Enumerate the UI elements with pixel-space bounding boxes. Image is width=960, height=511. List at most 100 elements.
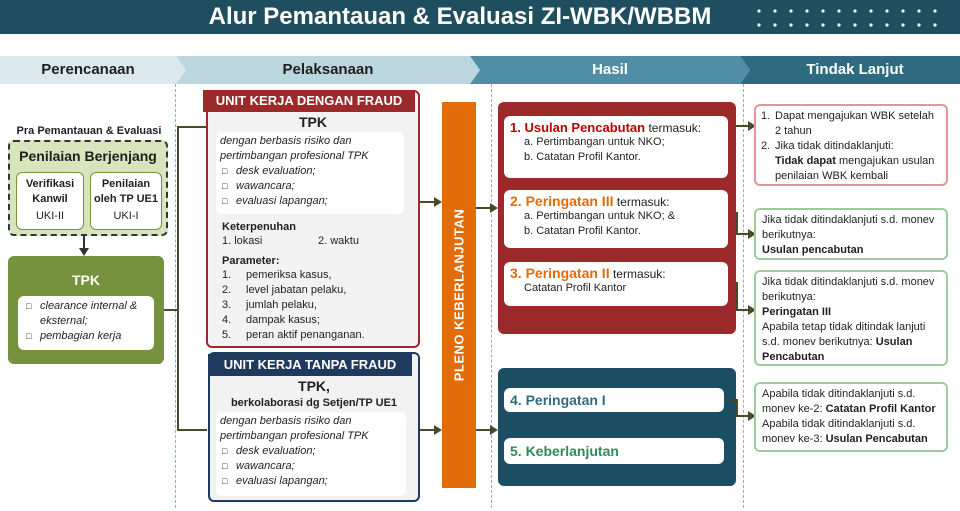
fraud-method-box: dengan berbasis risiko dan pertimbangan … [216,132,404,214]
h3-suffix: termasuk: [612,267,666,281]
connector [177,126,179,430]
t3-text-2: Apabila tetap tidak ditindak lanjuti s.d… [762,321,926,348]
connector [177,429,207,431]
verifikasi-kanwil-box: Verifikasi Kanwil UKI-II [16,172,84,230]
fraud-item: wawancara; [222,179,400,194]
page-title: Alur Pemantauan & Evaluasi ZI-WBK/WBBM [208,3,712,30]
arrow-right-icon [476,203,498,213]
fraud-item: evaluasi lapangan; [222,194,400,209]
t1-item-1: Dapat mengajukan WBK setelah 2 tahun [775,110,934,137]
fraud-tpk: TPK [299,114,327,130]
tindak-3: Jika tidak ditindaklanjuti s.d. monev be… [754,270,948,366]
h2-suffix: termasuk: [616,195,670,209]
nofraud-tpk: TPK, [298,378,330,394]
lane-perencanaan [0,84,176,508]
arrow-right-icon [736,212,756,239]
t1-item-2: Jika tidak ditindaklanjuti: [775,140,894,152]
nofraud-header: UNIT KERJA TANPA FRAUD [208,354,412,376]
h1-a: a. Pertimbangan untuk NKO; [524,136,665,148]
tpk-box: TPK clearance internal & eksternal; pemb… [8,256,164,364]
arrow-right-icon [728,399,756,421]
dots-decoration [757,9,937,27]
hasil-peringatan-i: 4. Peringatan I [504,388,724,412]
verifikasi-title: Verifikasi Kanwil [25,178,75,205]
penilaian-tp-sub: UKI-I [113,210,139,222]
keterpenuhan-2: 2. waktu [318,235,359,247]
h2-title: 2. Peringatan III [510,193,614,209]
tpk-item: clearance internal & eksternal; [26,299,150,329]
phase-chevrons [0,56,960,84]
arrow-down-icon [79,236,89,256]
arrow-right-icon [736,282,756,315]
hasil-peringatan-ii: 3. Peringatan II termasuk: Catatan Profi… [504,262,728,306]
t3-result-2: Usulan Pencabutan [762,336,913,363]
t1-item-2-rest: mengajukan usulan penilaian WBK kembali [775,155,935,182]
t1-tidak-dapat: Tidak dapat [775,155,836,167]
penilaian-tp-title: Penilaian oleh TP UE1 [94,178,158,205]
phase-hasil: Hasil [592,61,628,78]
t3-text: Jika tidak ditindaklanjuti s.d. monev be… [762,276,935,303]
penilaian-tp-box: Penilaian oleh TP UE1 UKI-I [90,172,162,230]
t4-text: Apabila tidak ditindaklanjuti s.d. monev… [762,388,916,415]
fraud-item: desk evaluation; [222,164,400,179]
t4-result: Catatan Profil Kantor [825,403,936,415]
h3-title: 3. Peringatan II [510,265,610,281]
parameter-list: 1.pemeriksa kasus, 2.level jabatan pelak… [222,269,365,341]
t2-text: Jika tidak ditindaklanjuti s.d. monev be… [762,214,935,241]
arrow-right-icon [420,425,442,435]
penilaian-berjenjang-box: Penilaian Berjenjang Verifikasi Kanwil U… [8,140,168,236]
t2-result: Usulan pencabutan [762,244,864,256]
verifikasi-sub: UKI-II [35,210,65,222]
pleno-bar [442,102,476,488]
penilaian-title: Penilaian Berjenjang [19,148,157,164]
tindak-2: Jika tidak ditindaklanjuti s.d. monev be… [754,208,948,260]
arrow-right-icon [420,197,442,207]
nofraud-item: desk evaluation; [222,444,402,459]
connector [164,309,178,311]
keterpenuhan-1: 1. lokasi [222,235,263,247]
phase-perencanaan: Perencanaan [41,61,135,78]
h1-title: 1. Usulan Pencabutan [510,120,646,135]
tpk-list: clearance internal & eksternal; pembagia… [18,296,154,350]
arrow-right-icon [476,425,498,435]
fraud-intro: dengan berbasis risiko dan pertimbangan … [220,135,369,162]
arrow-right-icon [736,121,756,131]
h2-a: a. Pertimbangan untuk NKO; & [524,210,676,222]
pleno-label-wrap: PLENO KEBERLANJUTAN [442,102,476,488]
parameter-item: peran aktif penanganan. [246,329,365,341]
pleno-label: PLENO KEBERLANJUTAN [451,208,467,382]
h2-b: b. Catatan Profil Kantor. [524,225,641,237]
hasil-peringatan-iii: 2. Peringatan III termasuk: a. Pertimban… [504,190,728,248]
title-banner [0,0,960,34]
parameter-item: level jabatan pelaku, [246,284,347,296]
tindak-4: Apabila tidak ditindaklanjuti s.d. monev… [754,382,948,452]
nofraud-intro: dengan berbasis risiko dan pertimbangan … [220,415,369,442]
connector [177,126,207,128]
nofraud-collab: berkolaborasi dg Setjen/TP UE1 [230,397,398,409]
keterpenuhan-label: Keterpenuhan [222,221,296,233]
hasil-usulan-pencabutan: 1. Usulan Pencabutan termasuk: a. Pertim… [504,116,728,178]
parameter-item: jumlah pelaku, [246,299,317,311]
hasil-teal-group [498,368,736,486]
tpk-item: pembagian kerja [26,329,150,344]
phase-pelaksanaan: Pelaksanaan [282,61,374,78]
t4-result-2: Usulan Pencabutan [825,433,928,445]
h1-suffix: termasuk: [648,121,702,135]
phase-tindak-lanjut: Tindak Lanjut [806,61,904,78]
fraud-header: UNIT KERJA DENGAN FRAUD [203,90,415,112]
hasil-keberlanjutan: 5. Keberlanjutan [504,438,724,464]
parameter-label: Parameter: [222,255,280,267]
pra-label: Pra Pemantauan & Evaluasi [16,125,162,137]
parameter-item: dampak kasus; [246,314,320,326]
tindak-1: 1.Dapat mengajukan WBK setelah 2 tahun 2… [754,104,948,186]
nofraud-item: wawancara; [222,459,402,474]
lane-hasil [492,84,744,508]
parameter-item: pemeriksa kasus, [246,269,332,281]
t4-text-2: Apabila tidak ditindaklanjuti s.d. monev… [762,418,916,445]
nofraud-method-box: dengan berbasis risiko dan pertimbangan … [216,412,406,496]
t3-result: Peringatan III [762,306,832,318]
h3-a: Catatan Profil Kantor [524,282,627,294]
lane-pelaksanaan [178,84,492,508]
tpk-title: TPK [72,272,100,288]
nofraud-item: evaluasi lapangan; [222,474,402,489]
